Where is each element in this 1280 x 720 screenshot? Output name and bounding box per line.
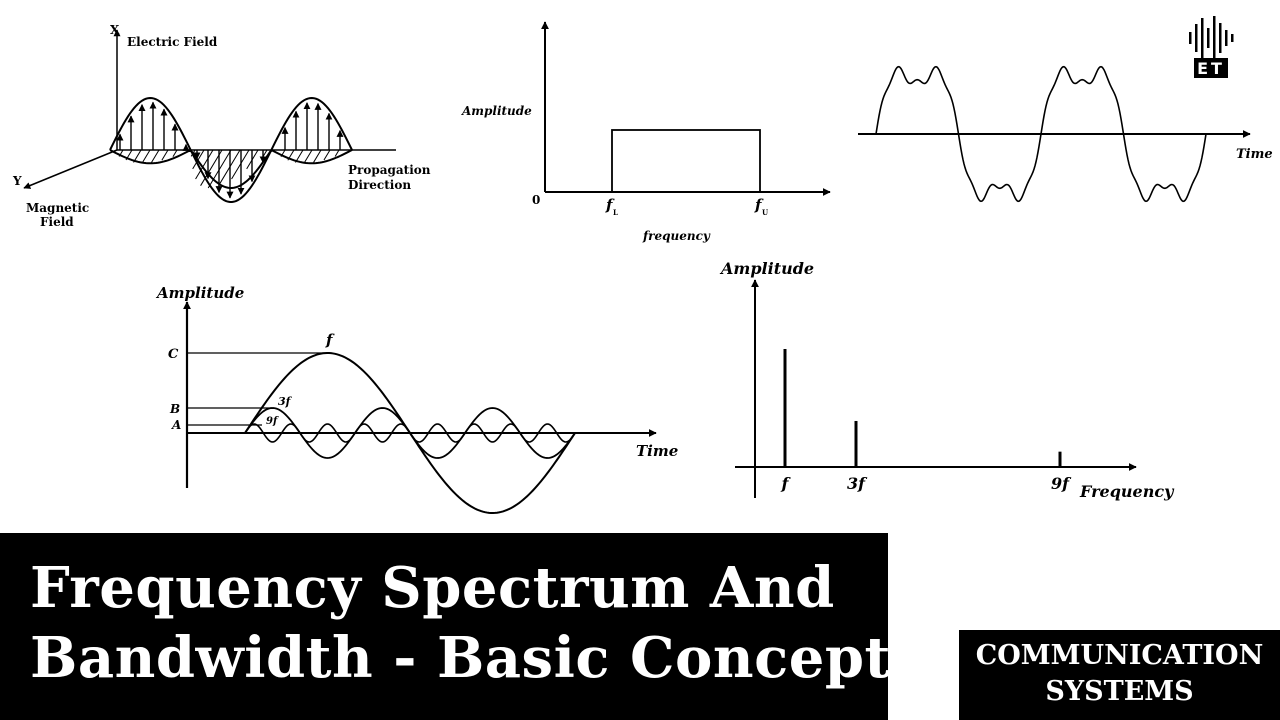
diagrams-canvas: X Electric Field Y Magnetic Field Propag… [12,21,1273,515]
propagation-label-2: Direction [348,178,411,192]
category-badge: COMMUNICATION SYSTEMS [959,630,1280,720]
magnetic-hatch-line [246,149,259,170]
magnetic-field-hatching [118,149,340,189]
magnetic-hatch-line [323,149,331,161]
spectral-line-label-3f: 3f [847,474,868,493]
magnetic-hatch-line [303,149,313,164]
upper-frequency-subscript: U [762,208,768,217]
time-axis-label: Time [1236,147,1273,162]
third-harmonic-label: 3f [278,395,293,408]
bandwidth-diagram: Amplitude frequency 0 f L f U [461,21,831,243]
composite-wave-curve [875,65,1207,203]
ninth-harmonic-curve [244,423,576,443]
harmonics-diagram: Amplitude Time C B A f 3f 9f [155,284,678,515]
lower-frequency-label: f [605,196,615,214]
spectral-line-label-9f: 9f [1051,474,1072,493]
title-line-1: Frequency Spectrum And [30,555,835,621]
y-axis-label: Y [12,174,22,188]
badge-line-2: SYSTEMS [1045,676,1194,707]
magnetic-hatch-line [172,149,178,158]
magnetic-hatch-line [262,149,268,157]
y-axis-line [23,149,118,189]
spectrum-diagram: f 3f 9f Amplitude Frequency [719,259,1175,501]
magnetic-hatch-line [151,149,160,163]
em-wave-diagram: X Electric Field Y Magnetic Field Propag… [12,23,431,229]
logo-text: ET [1197,59,1225,78]
magnetic-hatch-line [231,149,250,180]
magnetic-hatch-line [200,149,223,186]
propagation-label-1: Propagation [348,163,431,177]
magnetic-hatch-line [207,149,232,189]
magnetic-field-curve [109,149,353,189]
title-banner: Frequency Spectrum And Bandwidth - Basic… [0,533,922,720]
spectral-lines: f 3f 9f [781,349,1072,493]
amplitude-axis-label: Amplitude [461,104,532,118]
logo: ET [1186,14,1238,80]
magnetic-hatch-line [195,149,214,180]
fundamental-wave-label: f [325,331,335,349]
x-axis-label: X [110,23,120,37]
sound-wave-icon: ET [1189,16,1234,78]
frequency-axis-label: frequency [642,229,711,243]
magnetic-field-label-2: Field [40,215,74,229]
magnetic-hatch-line [334,149,340,157]
magnetic-field-label-1: Magnetic [26,201,89,215]
magnetic-hatch-line [161,149,169,161]
magnetic-hatch-line [141,149,151,164]
electric-field-vectors [116,101,344,199]
ninth-harmonic-label: 9f [266,416,279,427]
time-wave-diagram: Time [858,65,1273,203]
level-c-label: C [168,347,179,362]
lower-frequency-subscript: L [613,208,618,217]
amplitude-axis-label: Amplitude [155,284,244,302]
frequency-axis-label: Frequency [1079,482,1175,501]
origin-label: 0 [532,193,540,207]
magnetic-hatch-line [192,149,205,170]
badge-line-1: COMMUNICATION [975,640,1264,671]
upper-frequency-label: f [754,196,764,214]
magnetic-hatch-line [218,149,241,186]
level-b-label: B [169,402,180,416]
passband-rectangle [611,129,761,193]
amplitude-axis-label: Amplitude [719,259,814,278]
electric-field-label: Electric Field [127,35,218,49]
spectral-line-label-f: f [781,474,792,493]
title-line-2: Bandwidth - Basic Concepts [30,625,923,691]
magnetic-hatch-line [313,149,322,163]
electric-field-curve [109,96,353,203]
level-a-label: A [171,418,181,432]
time-axis-label: Time [636,442,678,460]
